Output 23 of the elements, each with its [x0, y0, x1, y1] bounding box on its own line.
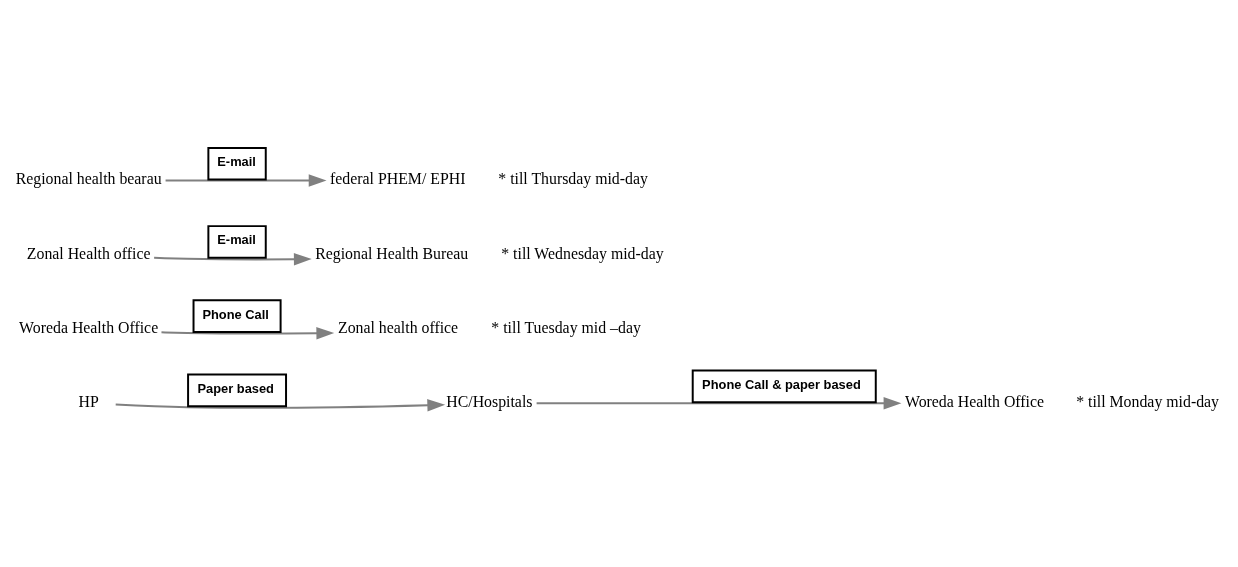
node-label: * till Thursday mid-day	[498, 169, 648, 187]
node-text: HC/Hospitals	[446, 392, 533, 410]
node-text: Regional health bearau	[15, 169, 162, 187]
node-text: HP	[78, 392, 99, 410]
arrow	[535, 396, 902, 409]
node-text: Woreda Health Office	[904, 392, 1045, 410]
edge-label: Phone Call & paper based	[702, 376, 861, 392]
node-label: * till Wednesday mid-day	[501, 244, 664, 262]
edge-label: Paper based	[197, 380, 274, 396]
node-text: Woreda Health Office	[19, 318, 159, 336]
node-label: * till Tuesday mid –day	[491, 318, 641, 336]
node-text: Zonal Health office	[26, 244, 151, 262]
edge-label: E-mail	[217, 153, 256, 169]
node-text: federal PHEM/ EPHI	[330, 169, 466, 187]
arrow	[160, 326, 335, 339]
node-text: Regional Health Bureau	[315, 244, 469, 262]
edge-label: E-mail	[217, 231, 256, 247]
node-label: * till Monday mid-day	[1076, 392, 1220, 410]
node-text: Zonal health office	[337, 318, 459, 336]
arrow	[153, 252, 312, 265]
edge-label: Phone Call	[202, 306, 269, 322]
arrow	[164, 173, 327, 187]
arrow	[114, 398, 446, 411]
